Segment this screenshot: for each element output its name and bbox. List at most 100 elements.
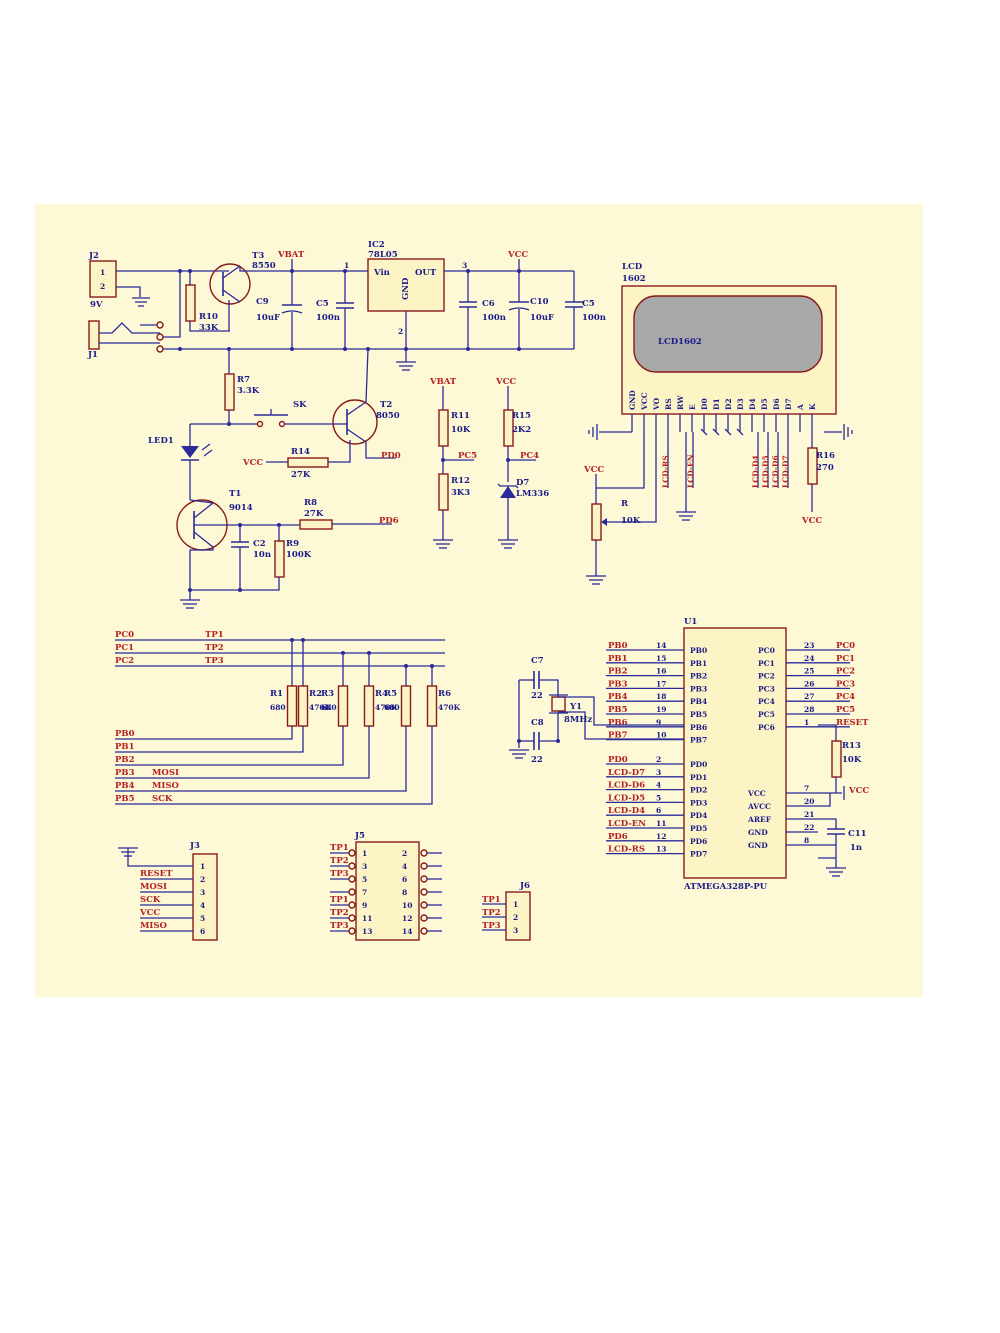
j6-net-1: TP2 (482, 908, 501, 918)
mcu-pwr-pin: VCC (747, 789, 766, 798)
tp-net-pc2: PC2 (115, 656, 134, 666)
mcu-right-num: 1 (804, 718, 809, 727)
r11-resistor (438, 409, 449, 447)
r8-resistor (299, 519, 333, 530)
j2-ref: J2 (88, 251, 99, 261)
lcd-pin-label: A (796, 404, 805, 411)
tp-resistor-value: 680 (321, 703, 337, 712)
r11-ref: R11 (451, 411, 470, 421)
tp-resistor-value: 680 (270, 703, 286, 712)
control-vcc-label: VCC (242, 458, 263, 468)
mcu-left-pin: PB5 (690, 710, 707, 719)
lcd-pin-label: D2 (724, 398, 733, 410)
r7-resistor (224, 373, 235, 411)
j5-net-2: TP3 (330, 869, 349, 879)
c2-value: 10n (253, 550, 271, 560)
j6-net-0: TP1 (482, 895, 501, 905)
r12-value: 3K3 (451, 488, 470, 498)
mcu-right-net: PC1 (836, 654, 855, 664)
lcd-pin-label: D3 (736, 398, 745, 410)
j3-pin-number: 4 (200, 901, 205, 910)
t3-transistor (209, 263, 251, 305)
measure-vcc-label: VCC (495, 377, 516, 387)
mcu-right-pin: PC6 (758, 723, 775, 732)
pb-net-0: PB0 (115, 729, 135, 739)
mcu-right-pin: PC3 (758, 684, 775, 693)
pd0-label: PD0 (381, 451, 401, 461)
mcu-left-net: PB1 (608, 654, 628, 664)
mcu-value: ATMEGA328P-PU (683, 882, 768, 892)
mcu-ref: U1 (684, 617, 697, 627)
mcu-left-net: LCD-D6 (608, 781, 645, 791)
lcd-en-net: LCD-EN (686, 454, 695, 488)
j5-pin-right: 4 (402, 862, 407, 871)
lcd-pin-label: D4 (748, 398, 757, 410)
c5b-value: 100n (582, 313, 606, 323)
pb-net-1: PB1 (115, 742, 135, 752)
r7-ref: R7 (237, 375, 250, 385)
mcu-left-num: 13 (656, 845, 666, 854)
r15-value: 2K2 (512, 425, 531, 435)
led1-ref: LED1 (148, 436, 174, 446)
j3-net-miso: MISO (140, 921, 168, 931)
pb-net-4: PB4 (115, 781, 135, 791)
j6-pin-number: 2 (513, 913, 518, 922)
j5-pin-left: 9 (362, 901, 367, 910)
mcu-right-pin: PC4 (758, 697, 775, 706)
r14-resistor (287, 457, 329, 468)
mcu-right-num: 24 (804, 654, 814, 663)
j5-pin-left: 13 (362, 927, 372, 936)
mcu-left-pin: PB6 (690, 723, 707, 732)
mcu-left-pin: PD6 (690, 837, 707, 846)
mcu-left-net: PB6 (608, 718, 628, 728)
lcd-screen (633, 295, 823, 373)
mcu-left-net: LCD-EN (608, 819, 646, 829)
j3-net-sck: SCK (140, 895, 161, 905)
mcu-left-num: 10 (656, 731, 666, 740)
tp-resistor (400, 685, 412, 727)
mcu-right-pin: PC5 (758, 710, 775, 719)
lcd-pin-label: K (808, 403, 817, 410)
j5-pin-right: 14 (402, 927, 412, 936)
r10-resistor (185, 284, 196, 322)
lcd-pin-label: VO (652, 397, 661, 411)
mcu-right-net: PC2 (836, 667, 855, 677)
j5-pin-left: 5 (362, 875, 367, 884)
mcu-left-net: LCD-D5 (608, 793, 645, 803)
j2-pin-1: 1 (100, 268, 105, 277)
j5-pin-left: 1 (362, 849, 367, 858)
tp-resistor-value: 470K (375, 703, 398, 712)
pot-resistor (591, 503, 602, 541)
mcu-left-net: PB2 (608, 667, 628, 677)
lcd-d5-net: LCD-D5 (761, 455, 770, 488)
j5-net-5: TP3 (330, 921, 349, 931)
t2-value: 8050 (376, 411, 400, 421)
isp-net-miso: MISO (152, 781, 180, 791)
tp-net-pc0: PC0 (115, 630, 134, 640)
j6-pin-number: 3 (513, 926, 518, 935)
mcu-left-num: 19 (656, 705, 666, 714)
j5-pin-left: 11 (362, 914, 372, 923)
mcu-left-num: 15 (656, 654, 666, 663)
ground-symbol (180, 599, 200, 609)
tp-resistor-value: 470K (438, 703, 461, 712)
t1-ref: T1 (229, 489, 241, 499)
mcu-right-net: PC3 (836, 679, 855, 689)
mcu-left-net: LCD-RS (608, 845, 645, 855)
c7-ref: C7 (531, 656, 544, 666)
lcd-pin-label: E (688, 404, 697, 410)
mcu-left-num: 18 (656, 692, 666, 701)
c8-ref: C8 (531, 718, 544, 728)
isp-net-mosi: MOSI (152, 768, 179, 778)
mcu-left-pin: PD5 (690, 824, 707, 833)
pot-vcc: VCC (583, 465, 604, 475)
j2-value: 9V (90, 300, 103, 310)
lcd-ref: LCD (622, 262, 643, 272)
c8-value: 22 (531, 755, 543, 765)
mcu-left-pin: PB0 (690, 646, 707, 655)
tp-resistor-value: 680 (384, 703, 400, 712)
testpoint-section: PC0 PC1 PC2 TP1 TP2 TP3 R1680R2470KR3680… (115, 630, 461, 805)
r9-ref: R9 (286, 539, 299, 549)
